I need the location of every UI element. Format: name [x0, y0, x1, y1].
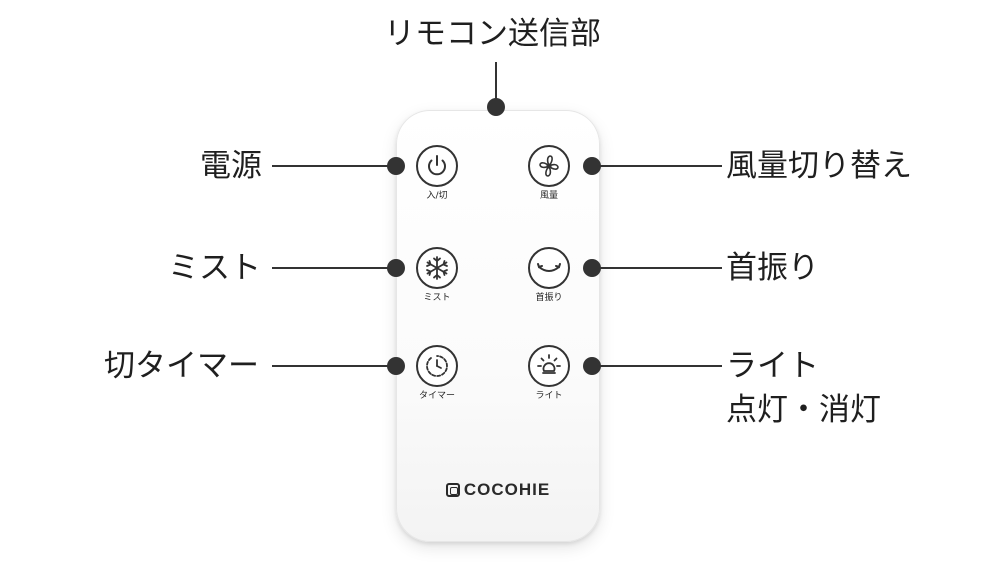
mist-button[interactable]: [416, 247, 458, 289]
fan-speed-button[interactable]: [528, 145, 570, 187]
label-transmitter: リモコン送信部: [384, 16, 601, 52]
timer-button[interactable]: [416, 345, 458, 387]
dot-power: [387, 157, 405, 175]
label-fan-speed: 風量切り替え: [726, 148, 912, 184]
light-icon: [537, 354, 561, 374]
label-swing: 首振り: [726, 250, 819, 286]
light-caption: ライト: [535, 391, 563, 401]
brand-logo: COCOHIE: [396, 480, 600, 500]
light-button[interactable]: [528, 345, 570, 387]
fan-caption: 風量: [539, 191, 558, 201]
dot-swing: [583, 259, 601, 277]
label-timer: 切タイマー: [104, 348, 259, 384]
swing-icon: [537, 263, 561, 272]
remote-control: 入/切 風量: [396, 110, 600, 542]
dot-mist: [387, 259, 405, 277]
fan-icon: [539, 155, 559, 177]
brand-mark-icon: [445, 483, 460, 497]
snowflake-icon: [426, 256, 448, 280]
dot-transmitter: [487, 98, 505, 116]
label-power: 電源: [200, 148, 262, 184]
label-light-line1: ライト: [726, 348, 819, 384]
dot-timer: [387, 357, 405, 375]
mist-caption: ミスト: [423, 293, 451, 303]
label-mist: ミスト: [168, 250, 261, 286]
brand-name: COCOHIE: [463, 480, 551, 499]
swing-button[interactable]: [528, 247, 570, 289]
power-caption: 入/切: [426, 191, 448, 201]
timer-icon: [426, 355, 448, 377]
dot-fan: [583, 157, 601, 175]
power-icon: [428, 155, 446, 176]
label-light-line2: 点灯・消灯: [726, 392, 881, 428]
swing-caption: 首振り: [535, 293, 563, 303]
timer-caption: タイマー: [418, 391, 455, 401]
dot-light: [583, 357, 601, 375]
power-button[interactable]: [416, 145, 458, 187]
